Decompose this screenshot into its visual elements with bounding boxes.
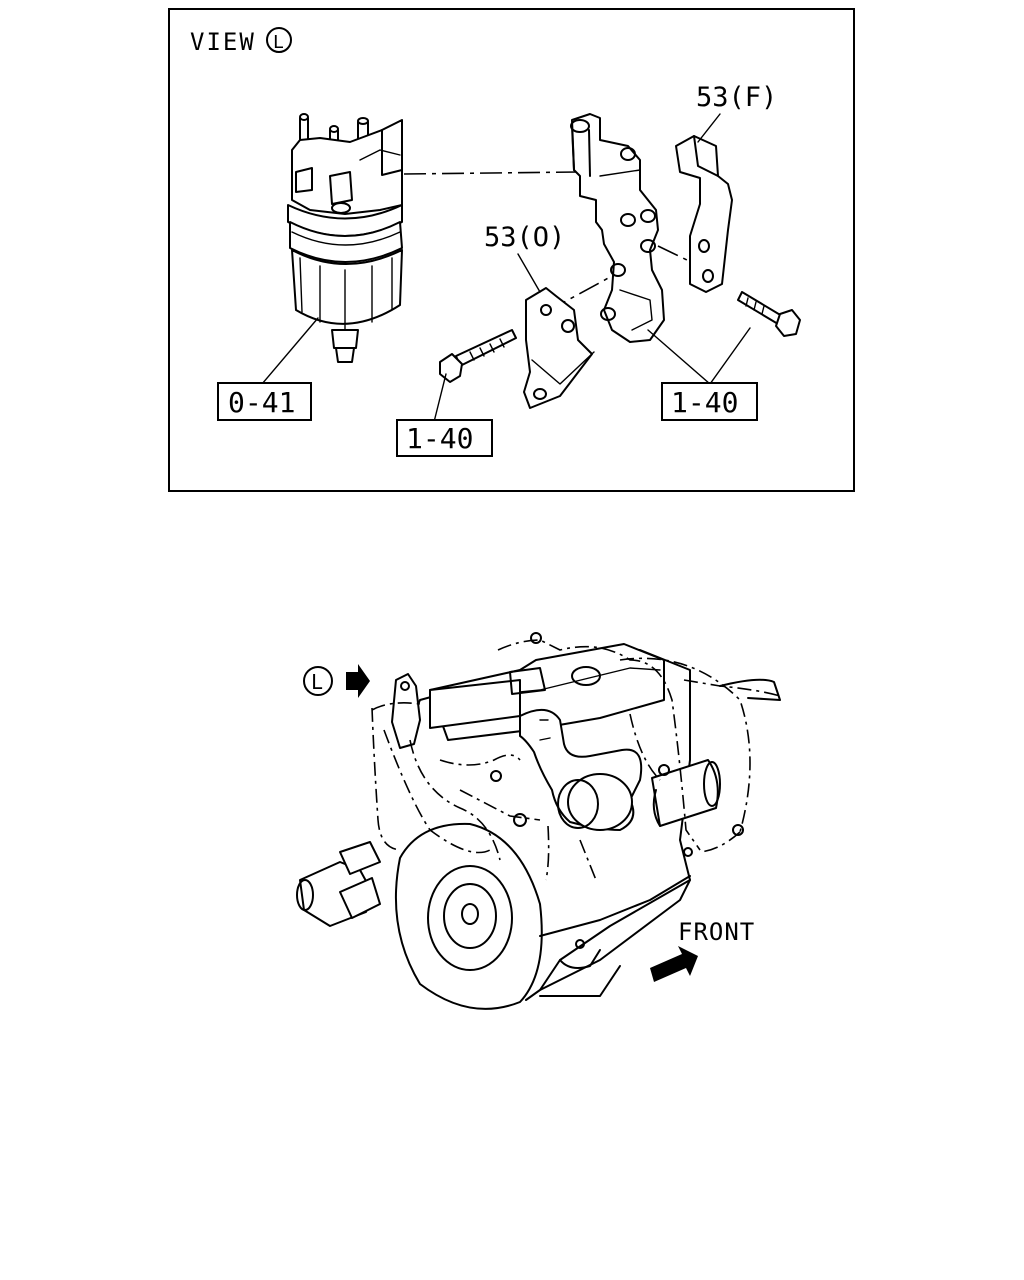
leader-0-41 xyxy=(261,317,319,385)
view-marker-circle: L xyxy=(266,27,292,53)
bolt-left-drawing xyxy=(439,329,517,383)
engine-drawing xyxy=(296,632,781,1010)
callout-box-0-41 xyxy=(217,382,312,421)
front-arrow xyxy=(650,946,698,982)
view-title: VIEW xyxy=(190,28,256,56)
view-marker-letter: L xyxy=(273,32,284,53)
leader-1-40-right xyxy=(647,327,751,385)
view-direction-arrow xyxy=(346,664,370,698)
bracket-53o-drawing xyxy=(523,287,595,409)
fuel-filter-drawing xyxy=(287,113,403,363)
callout-53-o: 53(O) xyxy=(484,222,565,253)
bolt-right-drawing xyxy=(737,291,801,337)
callout-box-1-40-right xyxy=(661,382,758,421)
filter-bracket-drawing xyxy=(570,113,665,343)
leader-1-40-left xyxy=(433,373,447,423)
view-l-indicator: L xyxy=(303,664,370,698)
mounting-centerline xyxy=(403,171,579,175)
callout-1-40-right: 1-40 xyxy=(671,386,738,419)
view-frame xyxy=(168,8,855,492)
bracket-53f-drawing xyxy=(675,135,733,293)
callout-0-41: 0-41 xyxy=(228,386,295,419)
front-label: FRONT xyxy=(678,918,755,946)
lower-view-marker-letter: L xyxy=(311,670,323,694)
leader-53-f xyxy=(697,113,721,143)
callout-box-1-40-left xyxy=(396,419,493,457)
callout-53-f: 53(F) xyxy=(696,82,777,113)
leader-53-o xyxy=(517,253,541,293)
callout-1-40-left: 1-40 xyxy=(406,422,473,455)
